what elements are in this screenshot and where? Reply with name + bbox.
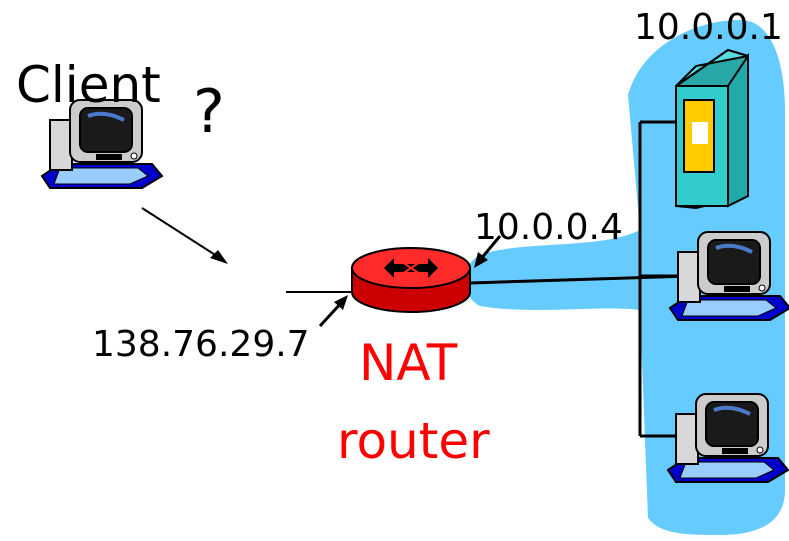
client-label: Client: [16, 56, 161, 114]
inside-port-arrow: [478, 235, 502, 261]
router-title-line-2: router: [337, 412, 490, 470]
router-title-line-1: NAT: [359, 334, 458, 392]
router-lan-link: [469, 274, 691, 285]
router-outside-ip-label: 138.76.29.7: [92, 324, 310, 365]
server-icon: [675, 48, 749, 210]
outside-port-arrow: [318, 300, 344, 328]
server-ip-label: 10.0.0.1: [634, 7, 783, 48]
router-icon: [351, 247, 471, 313]
router-inside-ip-label: 10.0.0.4: [474, 207, 623, 248]
question-mark: ?: [193, 77, 225, 147]
client-arrow: [141, 207, 221, 259]
